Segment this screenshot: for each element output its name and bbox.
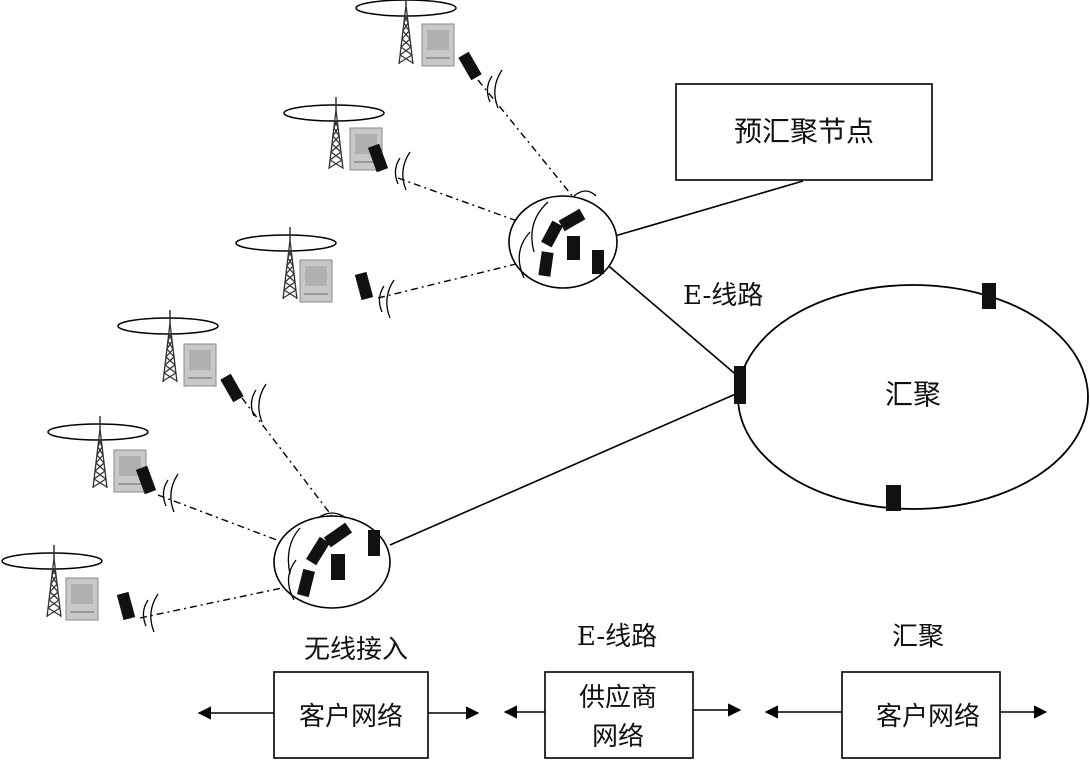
wireless-link-5: [157, 494, 283, 543]
radio-device: [220, 373, 244, 403]
antenna-coverage-disc: [1, 552, 103, 570]
hub-device: [323, 522, 353, 548]
tower-icon: [282, 239, 298, 300]
hub-device: [306, 536, 330, 566]
antenna-coverage-disc: [47, 423, 149, 441]
signal-arc: [378, 279, 395, 319]
e-line-link-upper: [603, 261, 741, 379]
building-icon: [299, 259, 333, 303]
e-line-link-lower: [389, 392, 739, 546]
tower-icon: [398, 4, 414, 65]
radio-device: [367, 143, 389, 173]
building-icon: [183, 343, 217, 387]
ring-node-left: [734, 366, 746, 404]
wireless-link-2: [397, 177, 521, 223]
wireless-link-6: [139, 587, 283, 619]
radio-site: [283, 97, 411, 191]
provider-network-label-line2: 网络: [592, 722, 644, 752]
hub-device: [297, 568, 315, 598]
building-icon: [65, 577, 99, 621]
hub-device: [567, 236, 580, 260]
radio-site: [1, 545, 159, 633]
hub-device: [368, 530, 380, 556]
aggregation-ring-label: 汇聚: [885, 378, 941, 411]
signal-arc: [250, 383, 267, 423]
pre-aggregation-pointer: [608, 180, 804, 238]
radio-site: [47, 416, 179, 513]
signal-arc: [162, 473, 179, 513]
hub-device: [331, 554, 345, 580]
customer-network-right-label: 客户网络: [876, 702, 980, 732]
bottom-legend: 无线接入 E-线路 汇聚 客户网络 供应商 网络 客户网络: [197, 622, 1048, 759]
wireless-link-1: [477, 79, 575, 199]
radio-device: [458, 51, 482, 81]
wireless-link-3: [377, 263, 517, 299]
customer-network-left-label: 客户网络: [299, 702, 403, 732]
radio-device: [135, 465, 157, 495]
radio-device: [116, 591, 136, 621]
antenna-coverage-disc: [283, 104, 385, 122]
signal-arc: [486, 69, 503, 109]
customer-network-left-box: [273, 671, 429, 759]
e-line-label: E-线路: [683, 281, 763, 311]
radio-site: [117, 310, 267, 423]
signal-arc: [394, 151, 411, 191]
radio-site: [235, 227, 395, 319]
upper-hub: [508, 190, 618, 289]
hub-device: [558, 208, 586, 232]
tower-icon: [328, 109, 344, 170]
upper-hub-ellipse: [508, 195, 618, 289]
tower-icon: [46, 557, 62, 618]
tower-icon: [92, 428, 108, 489]
wireless-link-4: [241, 397, 336, 521]
aggregation-heading: 汇聚: [892, 622, 944, 652]
antenna-coverage-disc: [117, 317, 219, 335]
antenna-coverage-disc: [235, 234, 337, 252]
radio-site: [355, 0, 503, 109]
lower-hub: [273, 512, 391, 609]
radio-device: [354, 271, 374, 301]
hub-device: [541, 220, 563, 248]
ring-node-top: [982, 283, 996, 309]
hub-device: [538, 251, 554, 277]
tower-icon: [162, 322, 178, 383]
pre-aggregation-label: 预汇聚节点: [734, 115, 874, 148]
customer-network-right-box: [841, 671, 1001, 759]
aggregation-ring: 汇聚: [734, 283, 1089, 511]
wireless-access-heading: 无线接入: [304, 635, 408, 665]
ring-node-bottom: [886, 485, 901, 511]
building-icon: [421, 23, 455, 67]
wireless-links: [139, 79, 575, 619]
signal-arc: [142, 593, 159, 633]
backhaul-links: [389, 180, 804, 546]
pre-aggregation-box: [675, 83, 933, 181]
hub-device: [592, 250, 604, 274]
provider-network-box: [544, 671, 694, 759]
pre-aggregation-node: 预汇聚节点: [675, 83, 933, 181]
provider-network-label-line1: 供应商: [579, 683, 657, 713]
radio-sites: [1, 0, 503, 633]
e-line-heading: E-线路: [577, 622, 657, 652]
